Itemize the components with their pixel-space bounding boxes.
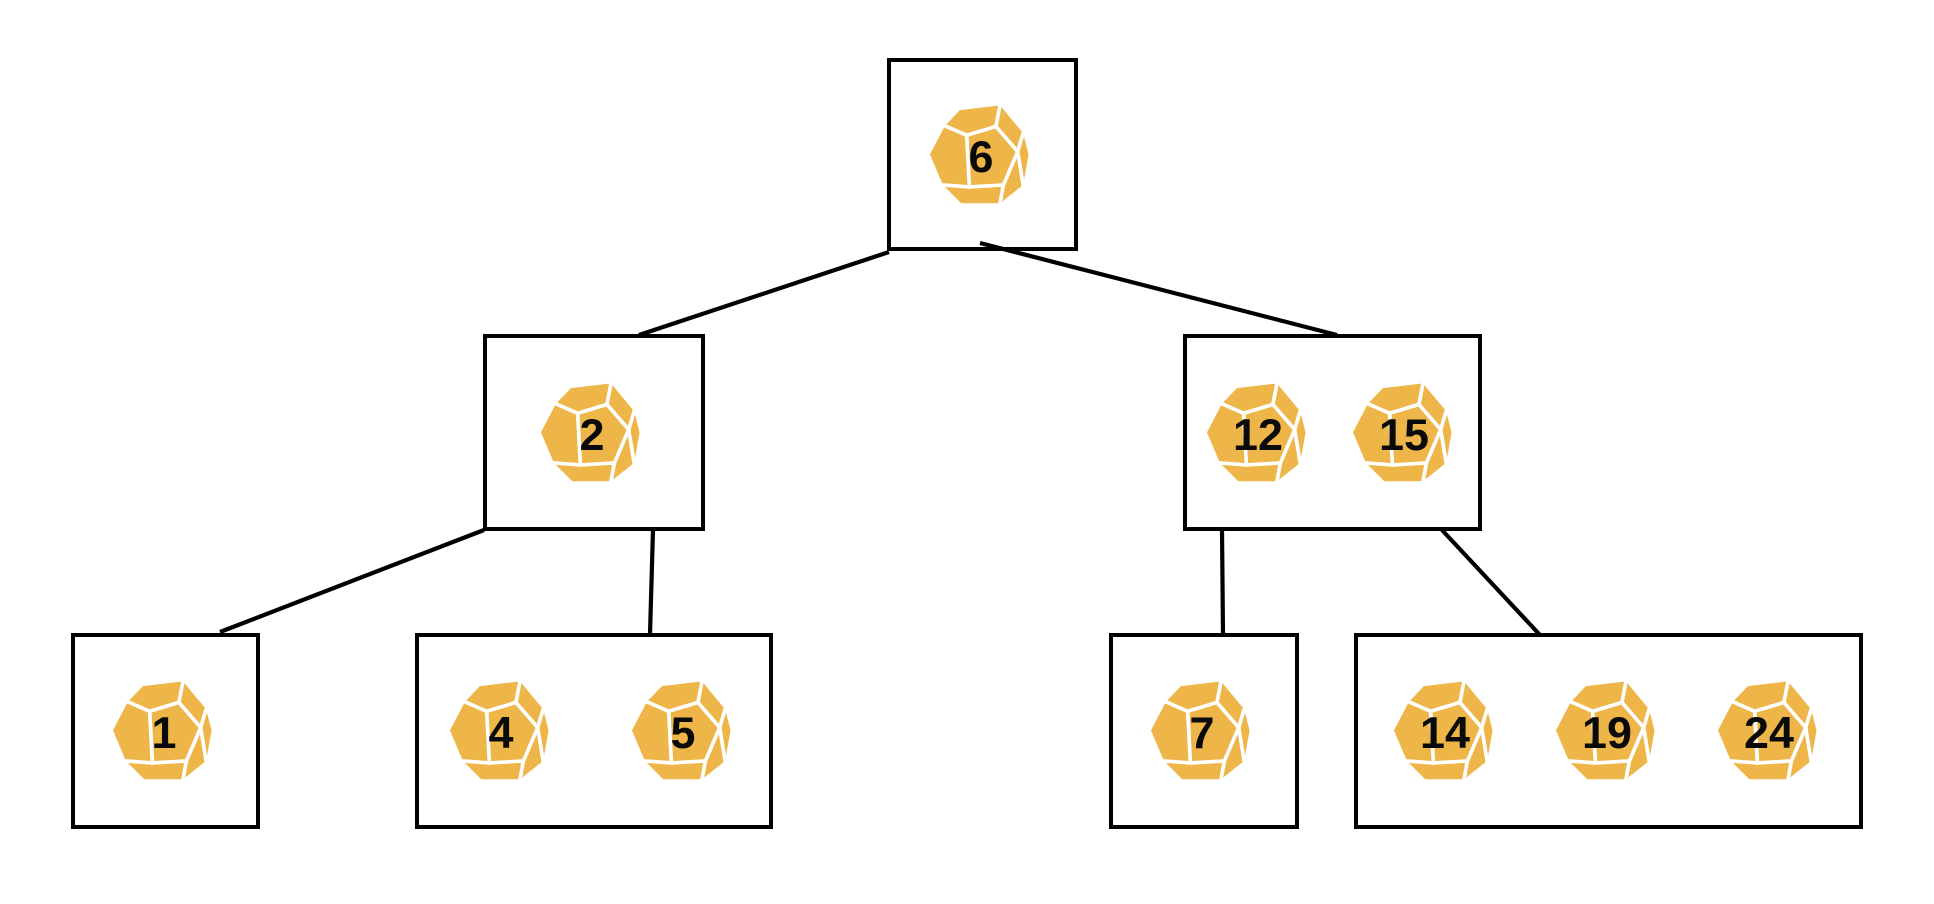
- d12-die-icon: 15: [1350, 381, 1453, 483]
- tree-node-left: 2: [483, 334, 705, 531]
- d12-die-icon: 6: [927, 103, 1030, 205]
- die-value: 14: [1419, 707, 1469, 758]
- die-value: 6: [968, 131, 993, 182]
- die-value: 15: [1378, 409, 1428, 460]
- d12-die-icon: 7: [1149, 679, 1252, 782]
- tree-node-left-right: 4 5: [415, 633, 773, 829]
- d12-die-icon: 5: [630, 679, 733, 782]
- connector-line-right-rightleft: [1219, 529, 1226, 635]
- die-value: 5: [670, 707, 695, 758]
- d12-die-icon: 1: [110, 679, 213, 782]
- d12-die-icon: 12: [1204, 381, 1307, 483]
- die-value: 12: [1232, 409, 1282, 460]
- d12-die-icon: 19: [1553, 679, 1656, 782]
- connector-line-left-leftleft: [219, 528, 485, 634]
- tree-node-left-left: 1: [71, 633, 260, 829]
- die-value: 24: [1743, 707, 1793, 758]
- tree-node-right-left: 7: [1109, 633, 1299, 829]
- connector-line-root-right: [979, 240, 1338, 338]
- d12-die-icon: 14: [1391, 679, 1494, 782]
- connector-line-root-left: [638, 250, 890, 337]
- die-value: 4: [488, 707, 513, 758]
- tree-node-root: 6: [887, 58, 1078, 251]
- d12-die-icon: 2: [539, 381, 642, 483]
- die-value: 7: [1189, 707, 1214, 758]
- die-value: 19: [1581, 707, 1631, 758]
- die-value: 2: [579, 409, 604, 460]
- die-value: 1: [151, 707, 176, 758]
- d12-die-icon: 4: [448, 679, 551, 782]
- connector-line-right-rightright: [1440, 528, 1542, 637]
- connector-line-left-leftright: [647, 529, 656, 635]
- d12-die-icon: 24: [1715, 679, 1818, 782]
- tree-node-right-right: 14 19 24: [1354, 633, 1863, 829]
- tree-node-right: 12 15: [1183, 334, 1482, 531]
